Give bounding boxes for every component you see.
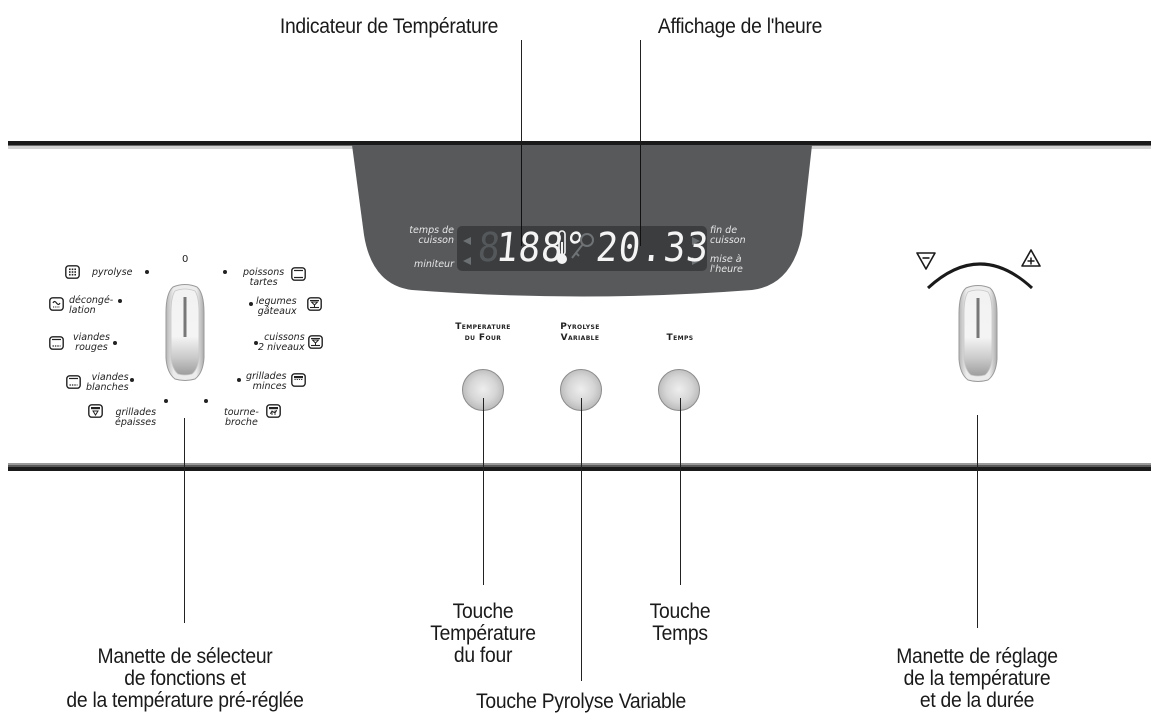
label-variable-pyrolysis: Pyrolyse Variable [560,322,600,343]
callout-function-selector: Manette de sélecteur de fonctions et de … [66,645,304,712]
callout-pyrolysis-key: Touche Pyrolyse Variable [476,690,686,713]
label-set-time: mise à l'heure [710,254,743,275]
dial-zero-mark: 0 [182,254,189,265]
time-button[interactable] [658,369,700,411]
function-selector-knob[interactable] [165,283,205,381]
label-oven-temperature: Temperature du Four [455,322,511,343]
mode-thin-grill: grillades minces [246,371,287,392]
mode-red-meat: viandes rouges [73,332,110,353]
arrow-left-upper-icon [463,237,471,245]
key-lock-icon [571,233,594,259]
position-dot [204,399,208,403]
callout-adjust-knob: Manette de réglage de la température et … [896,645,1058,712]
position-dot [237,378,241,382]
leader-oven-temperature [483,398,484,585]
callout-temperature-indicator: Indicateur de Température [279,15,499,38]
position-dot [254,341,258,345]
fan-two-level-icon [308,335,323,349]
mode-rotisserie: tourne- broche [224,407,259,428]
position-dot [249,302,253,306]
mode-pyrolysis: pyrolyse [92,267,133,278]
mode-two-level: cuissons 2 niveaux [258,332,305,353]
position-dot [223,270,227,274]
leader-function-selector [184,418,185,623]
label-cooking-time: temps de cuisson [409,225,454,246]
leader-time [680,398,681,585]
bottom-heat-icon [66,375,81,389]
defrost-fan-icon [49,297,64,311]
callout-clock-display: Affichage de l'heure [657,15,823,38]
lcd-screen [457,226,707,271]
callout-oven-temperature-key: Touche Température du four [430,600,536,667]
leader-temp-on-lcd [521,226,522,246]
display-housing [352,145,812,297]
conventional-heat-icon [291,267,306,281]
leader-variable-pyrolysis [581,398,582,681]
clock-readout: 20.33 [593,225,712,271]
top-bottom-heat-icon [49,336,64,350]
pyrolysis-grid-icon [65,265,80,279]
position-dot [130,378,134,382]
position-dot [164,399,168,403]
adjust-arc [926,262,1034,290]
label-timer: miniteur [413,259,454,270]
thermometer-icon [557,230,567,264]
arrow-right-lower-icon [692,257,700,265]
label-time: Temps [666,333,694,343]
minus-triangle-icon[interactable] [915,251,937,271]
grill-icon [291,373,306,387]
arrow-left-lower-icon [463,257,471,265]
position-dot [118,299,122,303]
mode-white-meat: viandes blanches [86,372,129,393]
mode-thick-grill: grillades épaisses [115,407,157,428]
position-dot [145,270,149,274]
panel-bottom-edge [8,463,1151,471]
leader-clock-on-lcd [640,226,641,246]
plus-triangle-icon[interactable] [1020,248,1042,268]
mode-defrost: décongé- lation [69,295,114,316]
fan-assisted-icon [307,297,322,311]
callout-time-key: Touche Temps [649,600,711,645]
label-end-cooking: fin de cuisson [710,225,746,246]
leader-adjust-knob [977,415,978,628]
leader-temperature-indicator-inner [521,145,522,246]
mode-fish-tarts: poissons tartes [243,267,285,288]
fan-grill-icon [88,404,103,418]
position-dot [113,341,117,345]
arrow-right-upper-icon [692,237,700,245]
mode-vegetables-cakes: legumes gâteaux [256,296,297,317]
leader-clock-display-inner [640,145,641,246]
adjust-knob[interactable] [958,284,998,382]
rotisserie-icon [266,404,281,418]
